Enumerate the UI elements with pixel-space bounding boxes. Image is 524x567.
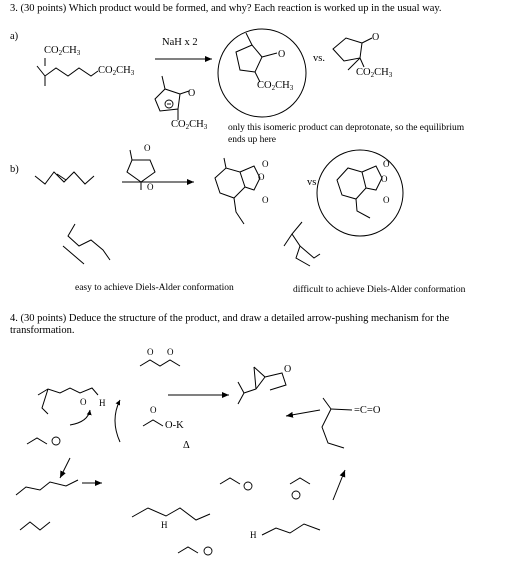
product1-circled: O	[217, 28, 307, 118]
svg-text:O: O	[147, 182, 154, 192]
svg-text:H: H	[99, 398, 106, 408]
acetic-anhydride-reagent: O O	[139, 347, 181, 367]
svg-text:O: O	[383, 159, 390, 169]
svg-text:O: O	[80, 397, 87, 407]
diels-alder-product-trans-circled: O O O	[316, 149, 404, 237]
sm-ester-right: CO2CH3	[98, 65, 135, 77]
question-4-header-line1: 4. (30 points) Deduce the structure of t…	[10, 313, 450, 324]
svg-text:H: H	[161, 520, 168, 530]
svg-text:O: O	[188, 88, 195, 99]
starting-hydroxy-acid: O H	[37, 387, 106, 415]
triene-s-cis-hindered	[283, 221, 321, 267]
svg-text:O: O	[372, 32, 379, 43]
reagent-label: NaH x 2	[162, 37, 198, 48]
acetate-k-reagent: O	[142, 405, 164, 427]
starting-diester	[36, 58, 99, 86]
diels-alder-product-cis: O O O	[214, 157, 269, 225]
vs-label-b: vs	[307, 177, 317, 188]
product2-ester: CO2CH3	[356, 67, 393, 79]
acetate-ion-left	[26, 436, 61, 446]
mixed-anhydride-intermediate	[15, 479, 79, 531]
ketene-intermediate	[321, 397, 353, 449]
deprotonation-intermediate: H	[250, 523, 321, 540]
potassium-acetate-label: O-K	[165, 420, 184, 431]
question-4-header-line2: transformation.	[10, 325, 75, 336]
svg-text:H: H	[250, 530, 257, 540]
caption-easy: easy to achieve Diels-Alder conformation	[75, 283, 234, 293]
part-a-label: a)	[10, 31, 19, 42]
svg-text:O: O	[381, 174, 388, 184]
explanation-line2: ends up here	[228, 135, 277, 145]
svg-text:O: O	[167, 347, 174, 357]
vs-label-a: vs.	[313, 53, 325, 64]
triene-s-cis-easy	[62, 223, 111, 265]
svg-text:O: O	[262, 195, 269, 205]
part-b-label: b)	[10, 164, 19, 175]
maleic-anhydride: O O	[126, 143, 156, 192]
product1-ester: CO2CH3	[257, 80, 294, 92]
svg-text:O: O	[147, 347, 154, 357]
product2: O	[332, 32, 379, 71]
mechanism-arrows	[59, 399, 346, 501]
explanation-line1: only this isomeric product can deprotona…	[228, 123, 465, 133]
svg-text:O: O	[278, 49, 285, 60]
enolate-ester: CO2CH3	[171, 119, 208, 131]
svg-text:O: O	[150, 405, 157, 415]
ketene-label: =C=O	[354, 405, 381, 416]
svg-text:O: O	[262, 159, 269, 169]
triene-s-trans	[34, 171, 95, 185]
svg-text:O: O	[258, 172, 265, 182]
acylium-intermediate: H	[131, 507, 211, 530]
caption-difficult: difficult to achieve Diels-Alder conform…	[293, 285, 466, 295]
svg-text:O: O	[383, 195, 390, 205]
question-3-header: 3. (30 points) Which product would be fo…	[10, 3, 442, 14]
svg-text:O: O	[284, 364, 291, 375]
heat-symbol: Δ	[183, 440, 190, 451]
enolate-intermediate: O	[154, 75, 195, 120]
bicyclic-product: O	[237, 364, 291, 405]
acetate-ions-bottom	[177, 477, 311, 556]
sm-ester-top: CO2CH3	[44, 45, 81, 57]
svg-text:O: O	[144, 143, 151, 153]
